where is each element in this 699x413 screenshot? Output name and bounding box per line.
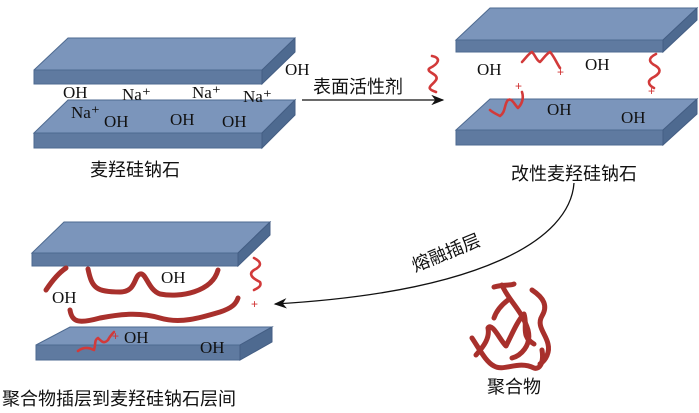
polymer-chain [67, 295, 241, 324]
polymer-chain [43, 265, 69, 293]
label-na-ion: Na⁺ [71, 103, 100, 122]
plate-pristine-lower [32, 98, 297, 150]
plate-pristine-upper [33, 36, 296, 86]
positive-charge: + [112, 329, 119, 343]
label-oh: OH [63, 83, 88, 102]
label-oh: OH [621, 108, 646, 127]
polymer-coil [469, 281, 551, 371]
label-oh: OH [124, 328, 149, 347]
plate-modified-lower [454, 97, 699, 147]
positive-charge: + [251, 297, 258, 311]
surfactant-chain [427, 54, 440, 94]
surfactant-chain [76, 330, 116, 353]
surfactant-chain [249, 256, 262, 292]
caption-modified: 改性麦羟硅钠石 [511, 164, 637, 185]
surfactant-chain [647, 52, 661, 90]
label-oh: OH [285, 60, 310, 79]
label-na-ion: Na⁺ [243, 87, 272, 106]
label-oh: OH [52, 288, 77, 307]
caption-polymer: 聚合物 [487, 377, 541, 398]
label-oh: OH [161, 268, 186, 287]
surfactant-chain [520, 50, 562, 70]
label-oh: OH [200, 338, 225, 357]
polymer-chain [85, 266, 221, 298]
plate-intercalated-lower [35, 326, 274, 361]
arrow-melt-intercalation [273, 182, 575, 309]
positive-charge: + [648, 84, 655, 98]
label-oh: OH [585, 55, 610, 74]
positive-charge: + [515, 79, 522, 93]
caption-intercalated: 聚合物插层到麦羟硅钠石层间 [2, 389, 236, 410]
label-oh: OH [547, 100, 572, 119]
plate-modified-upper [454, 6, 699, 54]
label-oh: OH [170, 110, 195, 129]
label-na-ion: Na⁺ [122, 85, 151, 104]
label-melt-intercalation: 熔融插层 [409, 230, 484, 276]
label-oh: OH [477, 60, 502, 79]
surfactant-chain [488, 90, 525, 118]
label-na-ion: Na⁺ [192, 83, 221, 102]
caption-pristine: 麦羟硅钠石 [90, 160, 180, 181]
label-oh: OH [104, 112, 129, 131]
label-oh: OH [222, 112, 247, 131]
positive-charge: + [557, 65, 564, 79]
label-surfactant: 表面活性剂 [313, 77, 403, 98]
plate-intercalated-upper [30, 220, 272, 268]
